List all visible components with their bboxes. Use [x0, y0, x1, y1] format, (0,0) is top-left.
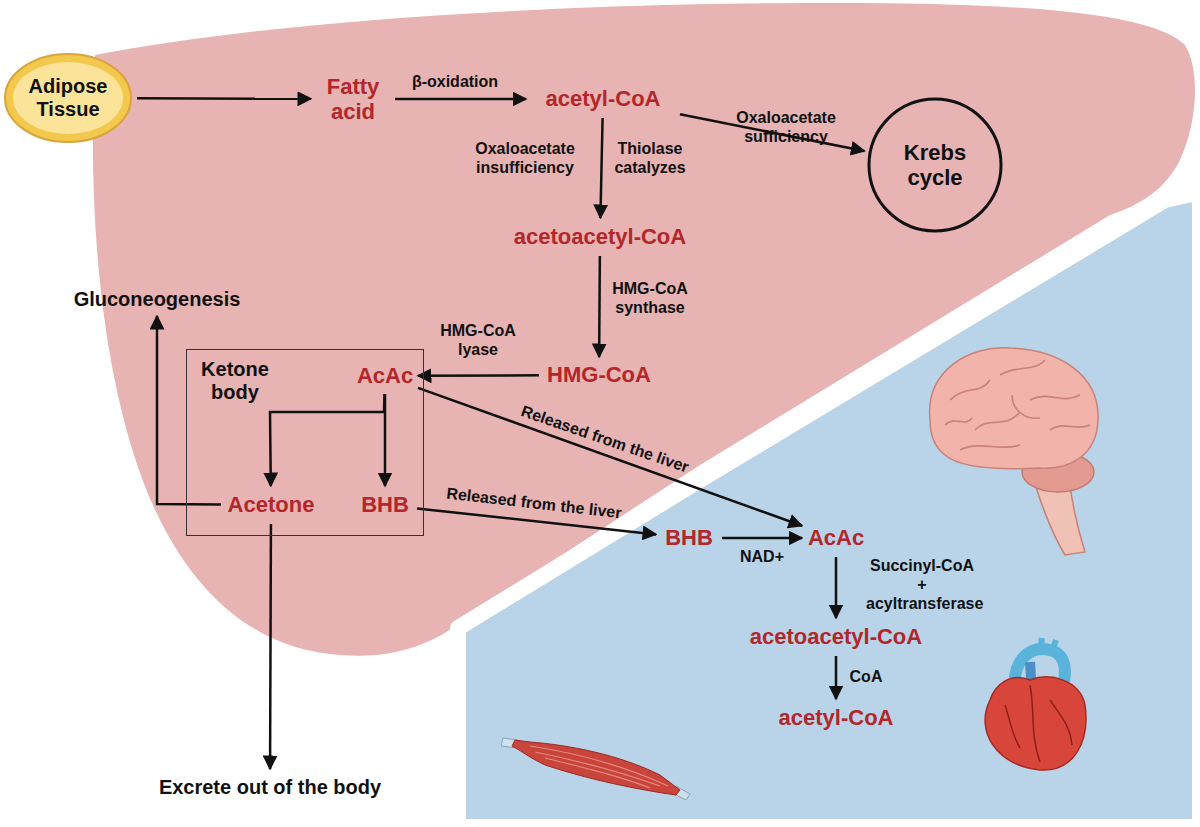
node-text: acetyl-CoA [779, 705, 894, 730]
cerebrum [930, 348, 1098, 469]
edge-label: β-oxidation [400, 72, 510, 91]
brain-gyri [945, 360, 1090, 450]
flow-arrow [137, 97, 311, 100]
gyrus-line [1030, 395, 1080, 400]
edge-label: Thiolase catalyzes [605, 139, 695, 177]
gyrus-line [1012, 395, 1040, 418]
node-text: acetyl-CoA [546, 86, 661, 111]
flow-arrow [835, 557, 838, 618]
gyrus-line [1050, 425, 1090, 430]
node-text: HMG-CoA [547, 362, 651, 387]
node-text: acetoacetyl-CoA [514, 224, 686, 249]
inner-ellipse [13, 62, 123, 134]
tissue-ellipse: Adipose Tissue [3, 52, 133, 144]
flow-arrow [418, 388, 802, 526]
node-text: Adipose Tissue [18, 75, 118, 121]
node-text: AcAc [808, 525, 864, 550]
flow-arrow [418, 374, 539, 377]
process-label: Excrete out of the body [125, 773, 415, 801]
gyrus-line [975, 412, 1020, 430]
metabolite-label: acetoacetyl-CoA [500, 222, 700, 252]
flow-arrow [835, 656, 838, 699]
gyrus-line [950, 380, 990, 400]
node-text: Acetone [228, 492, 315, 517]
node-text: AcAc [357, 363, 413, 388]
node-text: BHB [361, 492, 409, 517]
metabolite-label: AcAc [806, 523, 866, 553]
node-text: acetoacetyl-CoA [750, 624, 922, 649]
node-text: BHB [665, 525, 713, 550]
edge-label: HMG-CoA lyase [433, 321, 523, 359]
outline-ellipse [5, 54, 131, 142]
flow-arrow [384, 394, 387, 486]
process-label: Gluconeogenesis [52, 286, 262, 312]
edge-label: Released from the liver [493, 392, 717, 485]
coronary-line [1005, 685, 1072, 762]
metabolite-label: Fatty acid [315, 72, 391, 126]
edge-label: Succinyl-CoA + acyltransferase [866, 556, 978, 614]
gyrus-line [1000, 360, 1045, 375]
condition-label: Oxaloacetate insufficiency [460, 139, 590, 177]
muscle-fiber [530, 746, 668, 788]
node-text: Fatty acid [318, 74, 388, 125]
metabolite-label: acetyl-CoA [763, 703, 909, 733]
flow-arrow [722, 537, 802, 540]
metabolite-label: Acetone [225, 490, 317, 520]
edge-label: Released from the liver [419, 480, 650, 525]
edge-label: Oxaloacetate sufficiency [721, 108, 851, 146]
flow-arrow [269, 524, 272, 769]
flow-arrow [395, 98, 526, 101]
group-box: Ketone body AcAcAcetone BHB [186, 349, 424, 536]
node-text: Excrete out of the body [159, 776, 381, 799]
gyrus-line [945, 418, 972, 425]
metabolite-label: BHB [660, 523, 718, 553]
edge-label: NAD+ [732, 547, 792, 566]
node-text: Ketone body [189, 358, 281, 404]
heart-body [985, 677, 1086, 770]
metabolite-label: acetyl-CoA [530, 84, 676, 114]
heart-vessel [1040, 638, 1056, 652]
gyrus-line [960, 445, 1020, 450]
edge-label: HMG-CoA synthase [600, 279, 700, 317]
flow-arrow [157, 316, 221, 505]
outline-circle [869, 99, 1001, 231]
flow-arrow [598, 256, 601, 357]
metabolite-label: AcAc [356, 362, 414, 390]
node-text: Krebs cycle [890, 140, 980, 191]
node-text: Gluconeogenesis [74, 288, 241, 311]
edge-label: CoA [841, 667, 891, 686]
metabolite-label: BHB [357, 490, 413, 520]
metabolite-label: acetoacetyl-CoA [736, 622, 936, 652]
flow-arrow [270, 394, 385, 486]
metabolite-label: HMG-CoA [543, 361, 655, 389]
flow-arrow [600, 118, 602, 218]
cycle-circle: Krebs cycle [867, 97, 1003, 233]
muscle-body [512, 740, 680, 795]
